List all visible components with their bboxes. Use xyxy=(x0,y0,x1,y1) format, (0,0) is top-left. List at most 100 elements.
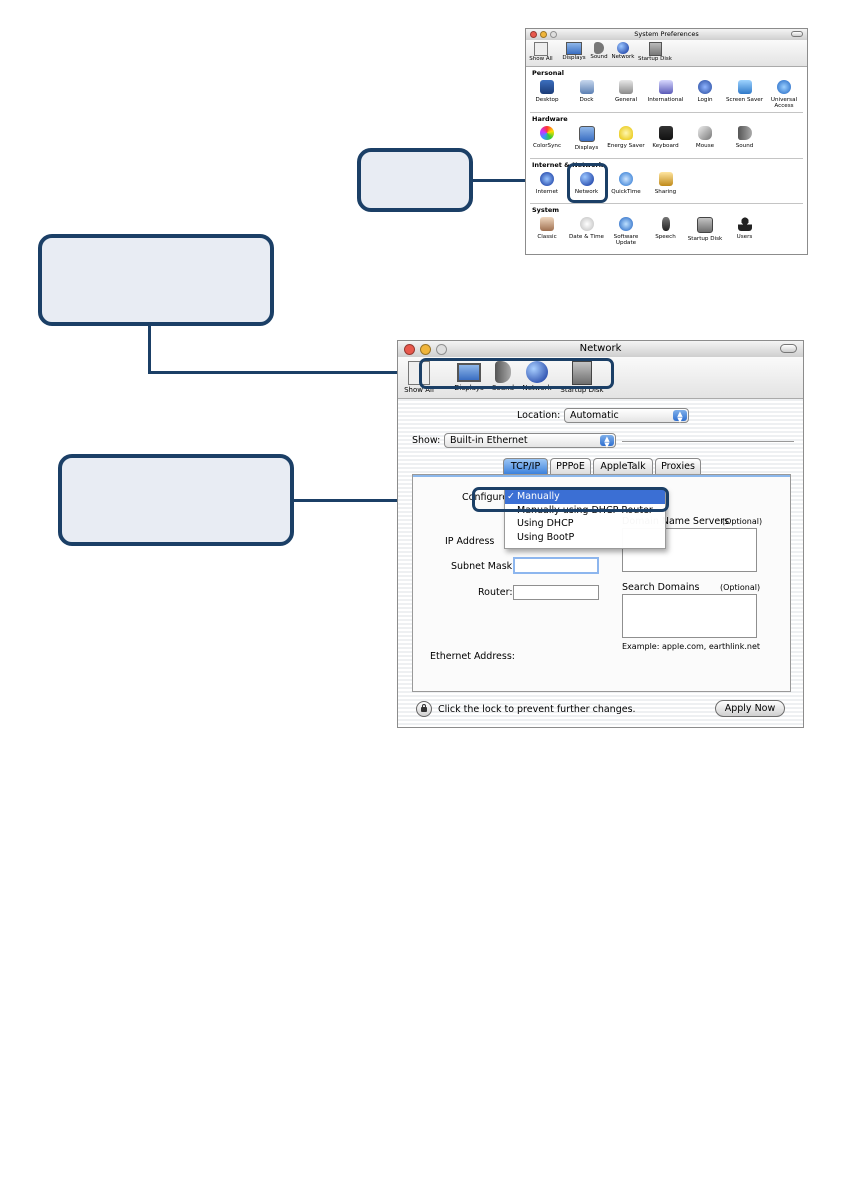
pane-speech[interactable]: Speech xyxy=(643,217,689,240)
show-label: Show: xyxy=(412,435,441,446)
show-popup[interactable]: Built-in Ethernet ▲▼ xyxy=(444,433,616,449)
close-button[interactable] xyxy=(530,31,537,38)
pane-universal-access[interactable]: Universal Access xyxy=(761,80,807,109)
pane-desktop[interactable]: Desktop xyxy=(526,80,570,103)
pane-displays[interactable]: Displays xyxy=(564,126,610,151)
menu-item-manually[interactable]: ✓Manually xyxy=(505,490,665,504)
pane-general[interactable]: General xyxy=(603,80,649,103)
tab-proxies[interactable]: Proxies xyxy=(655,458,701,474)
pane-keyboard[interactable]: Keyboard xyxy=(643,126,689,149)
show-all-icon xyxy=(534,42,548,56)
pane-classic[interactable]: Classic xyxy=(526,217,570,240)
globe-icon xyxy=(526,361,548,383)
toolbar-show-all[interactable]: Show All xyxy=(528,42,554,62)
search-domains-textarea[interactable] xyxy=(622,594,757,638)
software-update-icon xyxy=(619,217,633,231)
mouse-icon xyxy=(698,126,712,140)
toolbar-toggle-button[interactable] xyxy=(791,31,803,37)
subnet-mask-field[interactable] xyxy=(513,557,599,574)
router-field[interactable] xyxy=(513,585,599,600)
toolbar-network[interactable]: Network xyxy=(610,42,636,60)
minimize-button[interactable] xyxy=(540,31,547,38)
colorsync-icon xyxy=(540,126,554,140)
network-window: Network Show All Displays Sound Network … xyxy=(397,340,804,728)
zoom-button[interactable] xyxy=(436,344,447,355)
pane-users[interactable]: Users xyxy=(722,217,768,240)
pane-label: Sound xyxy=(735,143,754,149)
location-value: Automatic xyxy=(570,410,619,421)
show-value: Built-in Ethernet xyxy=(450,435,528,446)
tab-tcpip[interactable]: TCP/IP xyxy=(503,458,548,474)
dock-icon xyxy=(579,80,594,94)
lock-message: Click the lock to prevent further change… xyxy=(438,704,636,715)
menu-item-using-dhcp[interactable]: Using DHCP xyxy=(517,518,574,529)
speaker-icon xyxy=(594,42,604,54)
pane-label: Keyboard xyxy=(652,143,679,149)
pane-label: Network xyxy=(574,189,599,195)
internet-icon xyxy=(540,172,554,186)
universal-access-icon xyxy=(777,80,791,94)
pane-startup-disk[interactable]: Startup Disk xyxy=(682,217,728,242)
pane-label: Dock xyxy=(579,97,594,103)
pane-international[interactable]: International xyxy=(643,80,689,103)
pane-label: Desktop xyxy=(535,97,559,103)
pane-dock[interactable]: Dock xyxy=(564,80,610,103)
date-time-icon xyxy=(579,217,594,231)
pane-quicktime[interactable]: QuickTime xyxy=(603,172,649,195)
displays-icon xyxy=(457,363,481,382)
configure-label: Configure xyxy=(462,492,509,503)
lock-button[interactable] xyxy=(416,701,432,717)
tab-appletalk[interactable]: AppleTalk xyxy=(593,458,653,474)
pane-network[interactable]: Network xyxy=(564,172,610,195)
titlebar: Network xyxy=(398,341,803,358)
displays-icon xyxy=(578,126,595,142)
apply-now-button[interactable]: Apply Now xyxy=(715,700,785,717)
pane-sharing[interactable]: Sharing xyxy=(643,172,689,195)
pane-label: Universal Access xyxy=(770,97,798,109)
section-title: System xyxy=(532,206,560,214)
displays-icon xyxy=(566,42,582,55)
toolbar-startup-disk[interactable]: Startup Disk xyxy=(558,361,606,394)
divider xyxy=(622,441,794,442)
pane-mouse[interactable]: Mouse xyxy=(682,126,728,149)
popup-arrows-icon: ▲▼ xyxy=(600,435,614,449)
minimize-button[interactable] xyxy=(420,344,431,355)
highlight-configure-menu xyxy=(472,487,669,512)
tab-pppoe[interactable]: PPPoE xyxy=(550,458,591,474)
pane-energy-saver[interactable]: Energy Saver xyxy=(603,126,649,149)
toolbar: Show All Displays Sound Network Startup … xyxy=(526,40,807,67)
menu-item-using-bootp[interactable]: Using BootP xyxy=(517,531,575,543)
pane-label: Speech xyxy=(655,234,676,240)
toolbar-startup-disk[interactable]: Startup Disk xyxy=(638,42,672,62)
pane-date-time[interactable]: Date & Time xyxy=(564,217,610,240)
system-preferences-window: System Preferences Show All Displays Sou… xyxy=(525,28,808,255)
toolbar-toggle-button[interactable] xyxy=(780,344,797,353)
ip-address-label: IP Address xyxy=(445,536,495,547)
pane-screen-saver[interactable]: Screen Saver xyxy=(722,80,768,103)
toolbar-displays[interactable]: Displays xyxy=(561,42,587,61)
zoom-button[interactable] xyxy=(550,31,557,38)
pane-sound[interactable]: Sound xyxy=(722,126,768,149)
ethernet-address-label: Ethernet Address: xyxy=(430,651,515,662)
example-text: Example: apple.com, earthlink.net xyxy=(622,642,761,651)
pane-colorsync[interactable]: ColorSync xyxy=(526,126,570,149)
startup-disk-icon xyxy=(572,361,592,385)
callout-network-icon xyxy=(357,148,473,212)
popup-arrows-icon: ▲▼ xyxy=(673,410,687,424)
pane-label: International xyxy=(647,97,684,103)
section-title: Hardware xyxy=(532,115,568,123)
close-button[interactable] xyxy=(404,344,415,355)
pane-label: QuickTime xyxy=(611,189,641,195)
pane-login[interactable]: Login xyxy=(682,80,728,103)
pane-label: Startup Disk xyxy=(687,236,723,242)
connector-configure xyxy=(292,499,474,502)
pane-label: Energy Saver xyxy=(607,143,645,149)
pane-label: Software Update xyxy=(613,234,639,246)
window-controls xyxy=(404,344,447,355)
pane-internet[interactable]: Internet xyxy=(526,172,570,195)
dns-optional-label: (Optional) xyxy=(722,517,763,526)
toolbar: Show All Displays Sound Network Startup … xyxy=(398,357,803,399)
location-popup[interactable]: Automatic ▲▼ xyxy=(564,408,689,424)
toolbar-sound[interactable]: Sound xyxy=(586,42,612,60)
pane-software-update[interactable]: Software Update xyxy=(603,217,649,246)
